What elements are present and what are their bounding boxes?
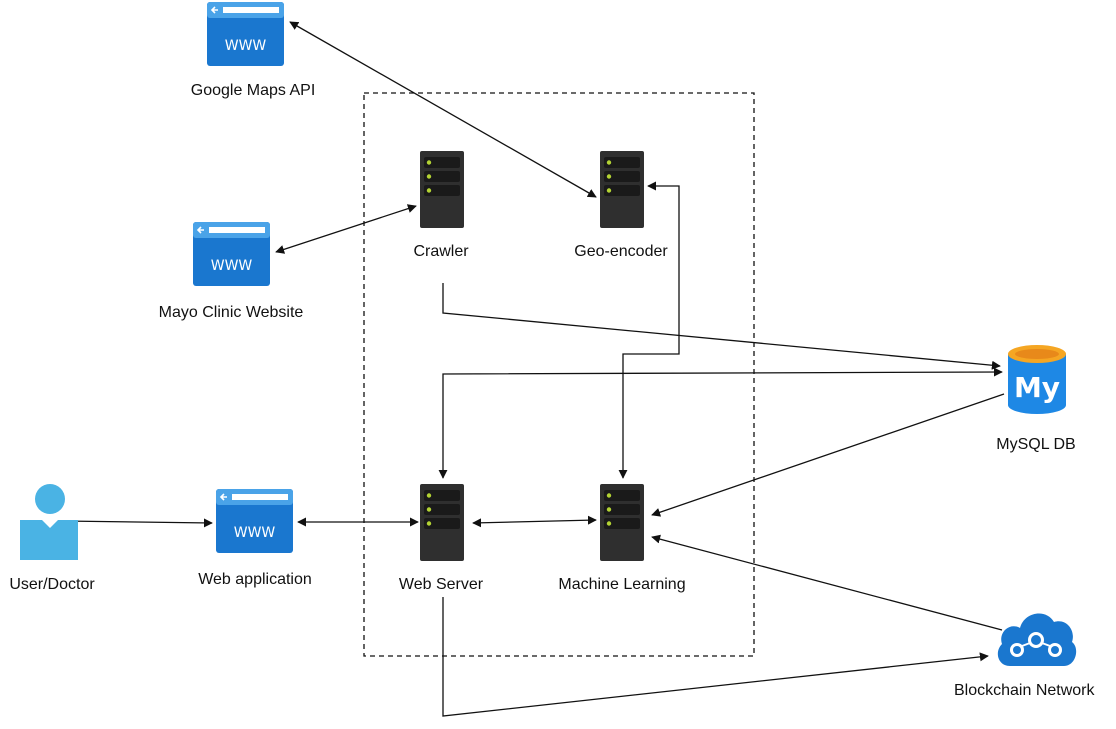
mysql-db-node: My bbox=[1008, 345, 1066, 414]
database-cylinder-icon bbox=[1008, 354, 1066, 414]
edge-webserver-blockchain bbox=[442, 597, 989, 717]
web-server-label: Web Server bbox=[398, 576, 484, 593]
crawler-label: Crawler bbox=[413, 243, 469, 260]
geo-encoder-label: Geo-encoder bbox=[574, 243, 668, 260]
edge-user-webapp bbox=[61, 518, 213, 528]
web-application-label: Web application bbox=[198, 571, 312, 588]
machine-learning-label: Machine Learning bbox=[558, 576, 686, 593]
edge-blockchain-ml bbox=[651, 534, 1003, 631]
www-text: WWW bbox=[211, 258, 253, 274]
user-doctor-node bbox=[20, 484, 78, 560]
connectors bbox=[61, 21, 1005, 717]
google-maps-api-node: WWW bbox=[207, 2, 284, 66]
edge-crawler-mysql bbox=[442, 283, 1001, 370]
www-text: WWW bbox=[225, 38, 267, 54]
mysql-db-label: MySQL DB bbox=[996, 436, 1076, 453]
user-body-icon bbox=[20, 520, 78, 560]
web-server-node bbox=[420, 484, 464, 561]
user-head-icon bbox=[35, 484, 65, 514]
user-doctor-label: User/Doctor bbox=[9, 576, 95, 593]
edge-mysql-webserver bbox=[438, 367, 1003, 479]
mysql-logo-text: My bbox=[1014, 371, 1060, 404]
edge-mysql-ml bbox=[651, 393, 1005, 517]
edge-mayo-crawler bbox=[275, 204, 417, 254]
geo-encoder-node bbox=[600, 151, 644, 228]
mayo-clinic-website-node: WWW bbox=[193, 222, 270, 286]
edge-google-geoencoder bbox=[289, 21, 597, 198]
web-application-node: WWW bbox=[216, 489, 293, 553]
www-text: WWW bbox=[234, 525, 276, 541]
edge-webserver-ml bbox=[472, 515, 597, 528]
blockchain-network-label: Blockchain Network bbox=[954, 682, 1095, 699]
google-maps-api-label: Google Maps API bbox=[190, 82, 316, 99]
edge-geoencoder-ml bbox=[618, 181, 680, 479]
machine-learning-node bbox=[600, 484, 644, 561]
blockchain-network-node bbox=[997, 613, 1077, 666]
crawler-node bbox=[420, 151, 464, 228]
mayo-clinic-website-label: Mayo Clinic Website bbox=[158, 304, 304, 321]
system-boundary-box bbox=[363, 92, 755, 657]
